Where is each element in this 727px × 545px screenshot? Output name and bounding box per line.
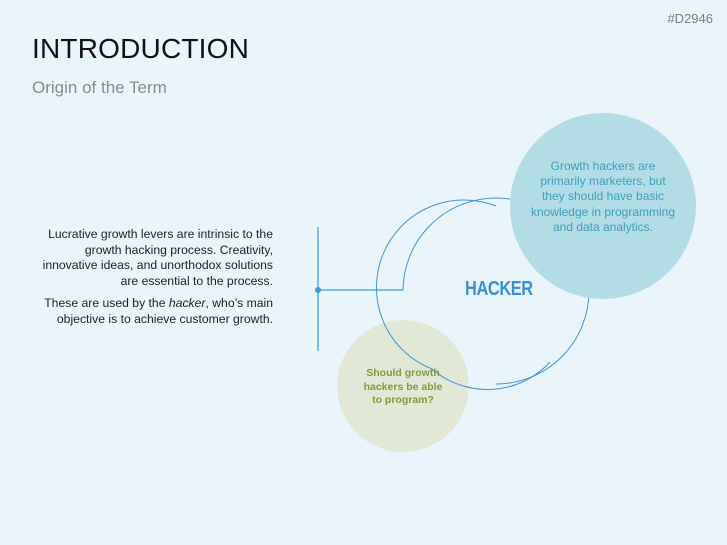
blue-circle — [510, 113, 696, 299]
paragraph-2-suffix: , who’s main objective is to achieve cus… — [56, 296, 273, 326]
green-circle-text: Should growth hackers be able to program… — [363, 367, 443, 406]
slide-id: #D2946 — [667, 11, 713, 26]
hacker-emphasis: hacker — [168, 296, 206, 310]
inner-arc — [375, 199, 551, 390]
paragraph-2-prefix: These are used by the — [44, 296, 169, 310]
hacker-label: HACKER — [465, 278, 533, 300]
blue-circle-text: Growth hackers are primarily marketers, … — [530, 159, 676, 234]
body-paragraph-1: Lucrative growth levers are intrinsic to… — [42, 227, 273, 288]
slide-subtitle: Origin of the Term — [32, 78, 167, 97]
body-paragraph-2: These are used by the hacker, who’s main… — [28, 296, 273, 327]
slide-title: INTRODUCTION — [32, 33, 250, 64]
green-circle — [337, 320, 469, 452]
body-text: Lucrative growth levers are intrinsic to… — [28, 227, 273, 334]
connector-dot — [315, 287, 321, 293]
